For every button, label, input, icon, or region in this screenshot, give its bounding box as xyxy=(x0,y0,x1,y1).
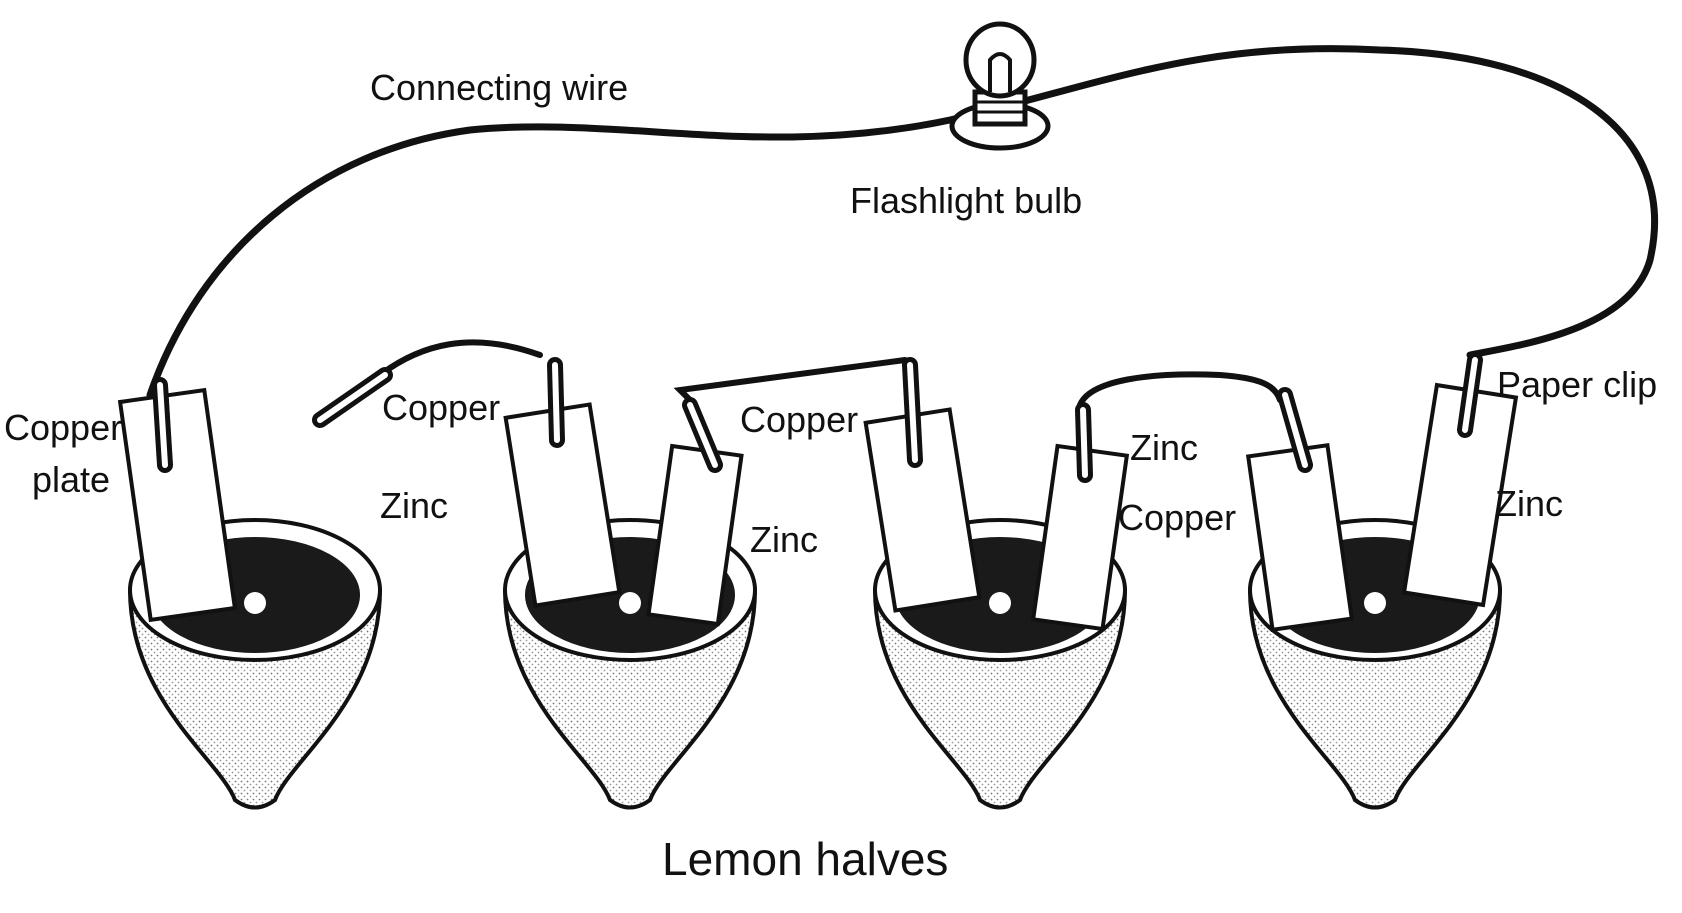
label-copper-plate-line2: plate xyxy=(32,459,111,500)
right-paper-clip-inner xyxy=(1080,407,1088,478)
flashlight-bulb xyxy=(949,21,1051,151)
right-paper-clip-inner xyxy=(317,372,388,423)
label-copper-c: Copper xyxy=(1118,497,1237,538)
label-zinc-a: Zinc xyxy=(380,485,449,526)
label-zinc-b: Zinc xyxy=(750,519,819,560)
label-connecting-wire: Connecting wire xyxy=(370,67,629,108)
left-paper-clip-inner xyxy=(907,362,918,463)
label-copper-b: Copper xyxy=(740,399,859,440)
left-paper-clip-inner xyxy=(1282,392,1308,468)
label-flashlight-bulb: Flashlight bulb xyxy=(850,180,1083,221)
right-paper-clip-inner xyxy=(687,402,718,468)
lemon-half-2 xyxy=(502,357,758,810)
lemon-half-3 xyxy=(863,357,1130,810)
lemon-half-4 xyxy=(1245,352,1519,810)
label-copper-a: Copper xyxy=(382,387,501,428)
lemon-core xyxy=(619,592,641,614)
wire-cell2-cell3 xyxy=(673,357,908,403)
connecting-wire xyxy=(146,45,1659,399)
label-lemon-halves: Lemon halves xyxy=(662,833,949,885)
label-zinc-c: Zinc xyxy=(1130,427,1199,468)
label-copper-plate-line1: Copper xyxy=(4,407,123,448)
left-paper-clip-inner xyxy=(552,362,560,443)
label-paper-clip: Paper clip xyxy=(1497,364,1658,405)
wire-cell3-cell4 xyxy=(1077,371,1283,408)
left-plate xyxy=(503,402,622,608)
lemon-half-1 xyxy=(117,367,393,810)
left-paper-clip-inner xyxy=(157,382,168,468)
label-zinc-d: Zinc xyxy=(1495,483,1564,524)
lemon-core xyxy=(244,592,266,614)
cells-group xyxy=(117,352,1519,810)
left-plate xyxy=(1245,443,1355,632)
lemon-core xyxy=(1364,592,1386,614)
wire-cell1-cell2 xyxy=(377,339,543,378)
lemon-core xyxy=(989,592,1011,614)
right-paper-clip-inner xyxy=(1462,357,1478,433)
